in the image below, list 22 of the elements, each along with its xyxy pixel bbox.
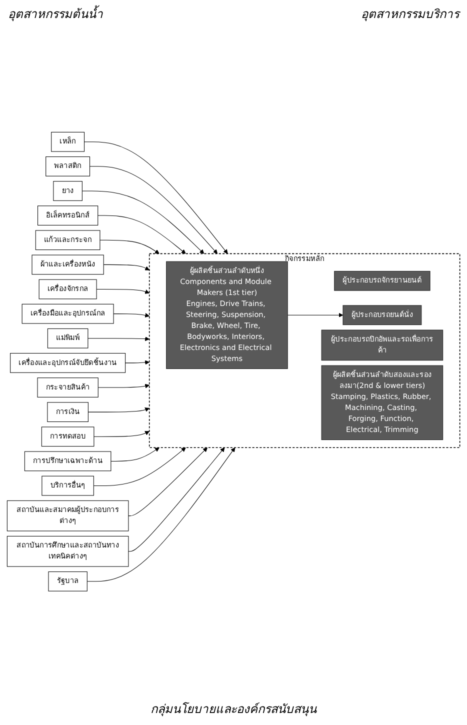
section-heading: อุตสาหกรรมบริการ [361,6,459,23]
arrow [128,447,225,552]
arrow [86,447,236,582]
arrow [88,407,150,412]
arrow [94,430,150,437]
arrow [98,215,186,254]
arrow [90,166,218,254]
arrow [128,447,208,516]
arrow [84,141,228,254]
arrow [125,360,150,365]
arrow [287,312,344,318]
arrow [96,288,150,294]
arrow [110,447,160,462]
arrow [113,312,150,318]
arrow [98,384,150,388]
arrow [93,447,186,486]
arrow [100,240,160,254]
section-heading: กลุ่มนโยบายและองค์กรสนับสนุน [150,701,318,718]
arrow [88,336,150,341]
section-heading: อุตสาหกรรมต้นน้ำ [8,4,103,23]
arrow [82,190,204,254]
arrow [103,264,150,270]
